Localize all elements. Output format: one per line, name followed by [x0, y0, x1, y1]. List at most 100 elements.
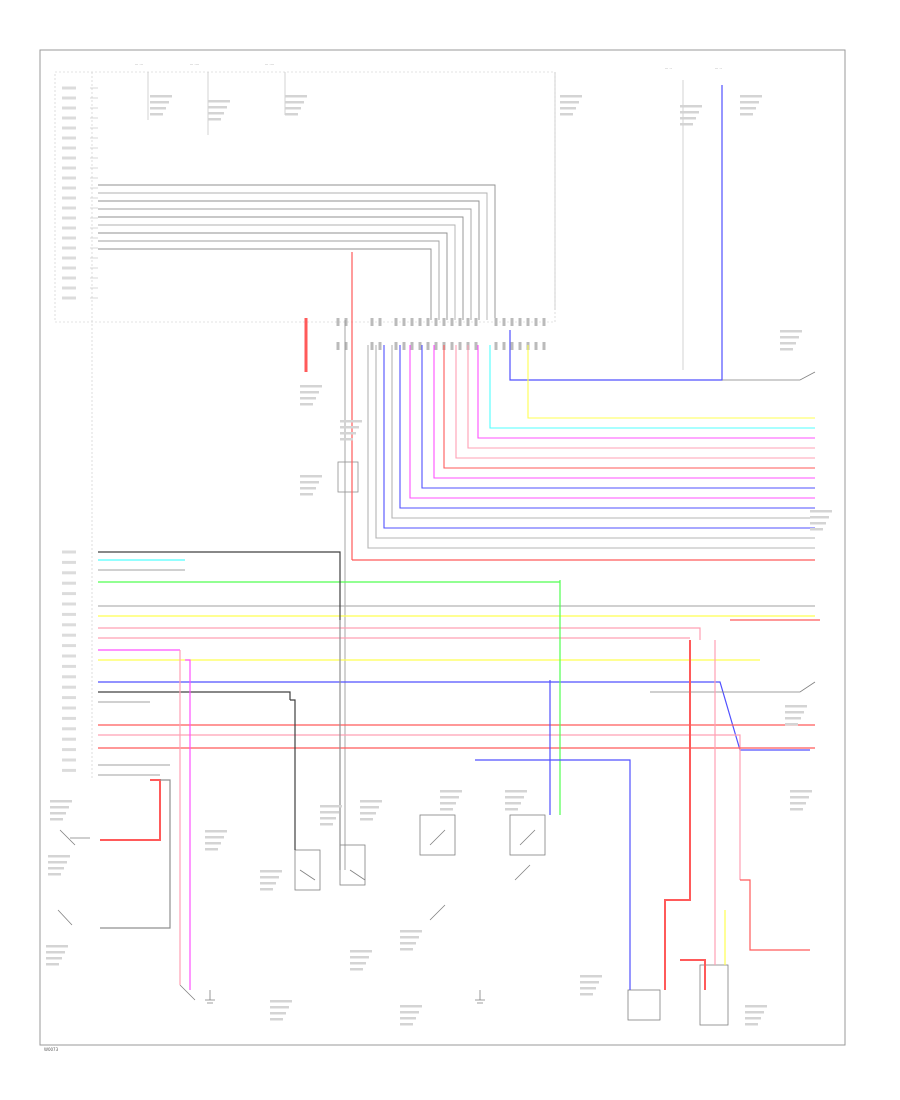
connector-pin — [370, 342, 374, 350]
label-mark — [270, 1012, 286, 1015]
pin-label-block — [62, 166, 76, 170]
lower-wire — [98, 734, 741, 880]
label-mark — [285, 101, 304, 104]
label-mark — [780, 342, 796, 345]
label-mark — [208, 112, 224, 115]
label-mark — [205, 848, 218, 851]
svg-text:··· ···: ··· ··· — [135, 63, 143, 67]
pin-label-block — [62, 216, 76, 220]
connector-pin — [442, 318, 446, 326]
fanout-wire — [477, 345, 815, 439]
pin-label-block — [62, 226, 76, 230]
label-mark — [780, 336, 799, 339]
connector-pin — [378, 318, 382, 326]
pin-label-block — [62, 727, 76, 731]
fanout-wire — [421, 345, 815, 489]
bus-wire — [98, 184, 496, 320]
label-mark — [400, 930, 422, 933]
connector-pin — [474, 342, 478, 350]
label-mark — [810, 516, 829, 519]
label-mark — [810, 528, 823, 531]
pin-label-block — [62, 276, 76, 280]
connector-pin — [410, 342, 414, 350]
bottom-components — [57, 814, 729, 1026]
fanout-wire — [375, 345, 815, 539]
connector-pin — [534, 342, 538, 350]
connector-pin — [370, 318, 374, 326]
label-mark — [810, 510, 832, 513]
label-mark — [340, 420, 362, 423]
connector-pin — [418, 318, 422, 326]
label-mark — [560, 101, 579, 104]
connector-pin — [494, 342, 498, 350]
label-mark — [205, 836, 224, 839]
label-mark — [400, 942, 416, 945]
pin-label-block — [62, 136, 76, 140]
svg-text:··· ··: ··· ·· — [665, 67, 672, 71]
pin-label-block — [62, 236, 76, 240]
label-mark — [580, 987, 596, 990]
right-fanout-wires — [367, 345, 815, 549]
bus-wire — [98, 232, 448, 320]
label-mark — [680, 111, 699, 114]
label-mark — [440, 790, 462, 793]
pin-label-block — [62, 571, 76, 575]
top-fuse-leads — [147, 72, 684, 370]
bus-wire — [98, 216, 464, 320]
fanout-wire — [455, 345, 815, 459]
label-mark — [785, 717, 801, 720]
pin-label-block — [62, 644, 76, 648]
label-mark — [50, 800, 72, 803]
label-mark — [300, 385, 322, 388]
connector-pin — [502, 342, 506, 350]
label-mark — [680, 117, 696, 120]
pin-label-block — [62, 623, 76, 627]
connector-pin — [466, 318, 470, 326]
label-mark — [340, 426, 359, 429]
connector-pin — [494, 318, 498, 326]
pin-label-block — [62, 126, 76, 130]
connector-pin — [336, 342, 340, 350]
pin-label-block — [62, 196, 76, 200]
label-mark — [740, 113, 753, 116]
connector-pin — [426, 318, 430, 326]
fanout-wire — [409, 345, 815, 499]
bus-wire — [98, 208, 472, 320]
footer-code: W0073 — [44, 1047, 59, 1052]
left-connector-pins-bottom — [62, 550, 76, 772]
label-mark — [300, 493, 313, 496]
connector-pin — [458, 342, 462, 350]
label-mark — [740, 95, 762, 98]
wire-blue-top-right — [509, 85, 723, 381]
label-mark — [46, 963, 59, 966]
label-mark — [400, 1011, 419, 1014]
label-mark — [680, 123, 693, 126]
label-mark — [300, 481, 319, 484]
label-mark — [260, 870, 282, 873]
label-mark — [360, 800, 382, 803]
label-mark — [208, 100, 230, 103]
fanout-wire — [467, 345, 815, 449]
label-mark — [580, 975, 602, 978]
ecu-data-bus — [98, 184, 496, 320]
pin-label-block — [62, 685, 76, 689]
pin-label-block — [62, 266, 76, 270]
lower-wires — [98, 551, 816, 880]
label-mark — [580, 993, 593, 996]
label-mark — [48, 861, 67, 864]
pin-label-block — [62, 186, 76, 190]
label-mark — [300, 403, 313, 406]
pin-label-block — [62, 696, 76, 700]
pin-label-block — [62, 633, 76, 637]
left-connector-pins-top — [62, 86, 98, 300]
connector-pin — [426, 342, 430, 350]
connector-pin — [526, 318, 530, 326]
label-mark — [270, 1000, 292, 1003]
fanout-wire — [433, 345, 815, 479]
connector-pin — [344, 318, 348, 326]
label-mark — [505, 790, 527, 793]
label-mark — [400, 936, 419, 939]
label-mark — [208, 106, 227, 109]
pin-label-block — [62, 176, 76, 180]
connector-pin — [402, 318, 406, 326]
